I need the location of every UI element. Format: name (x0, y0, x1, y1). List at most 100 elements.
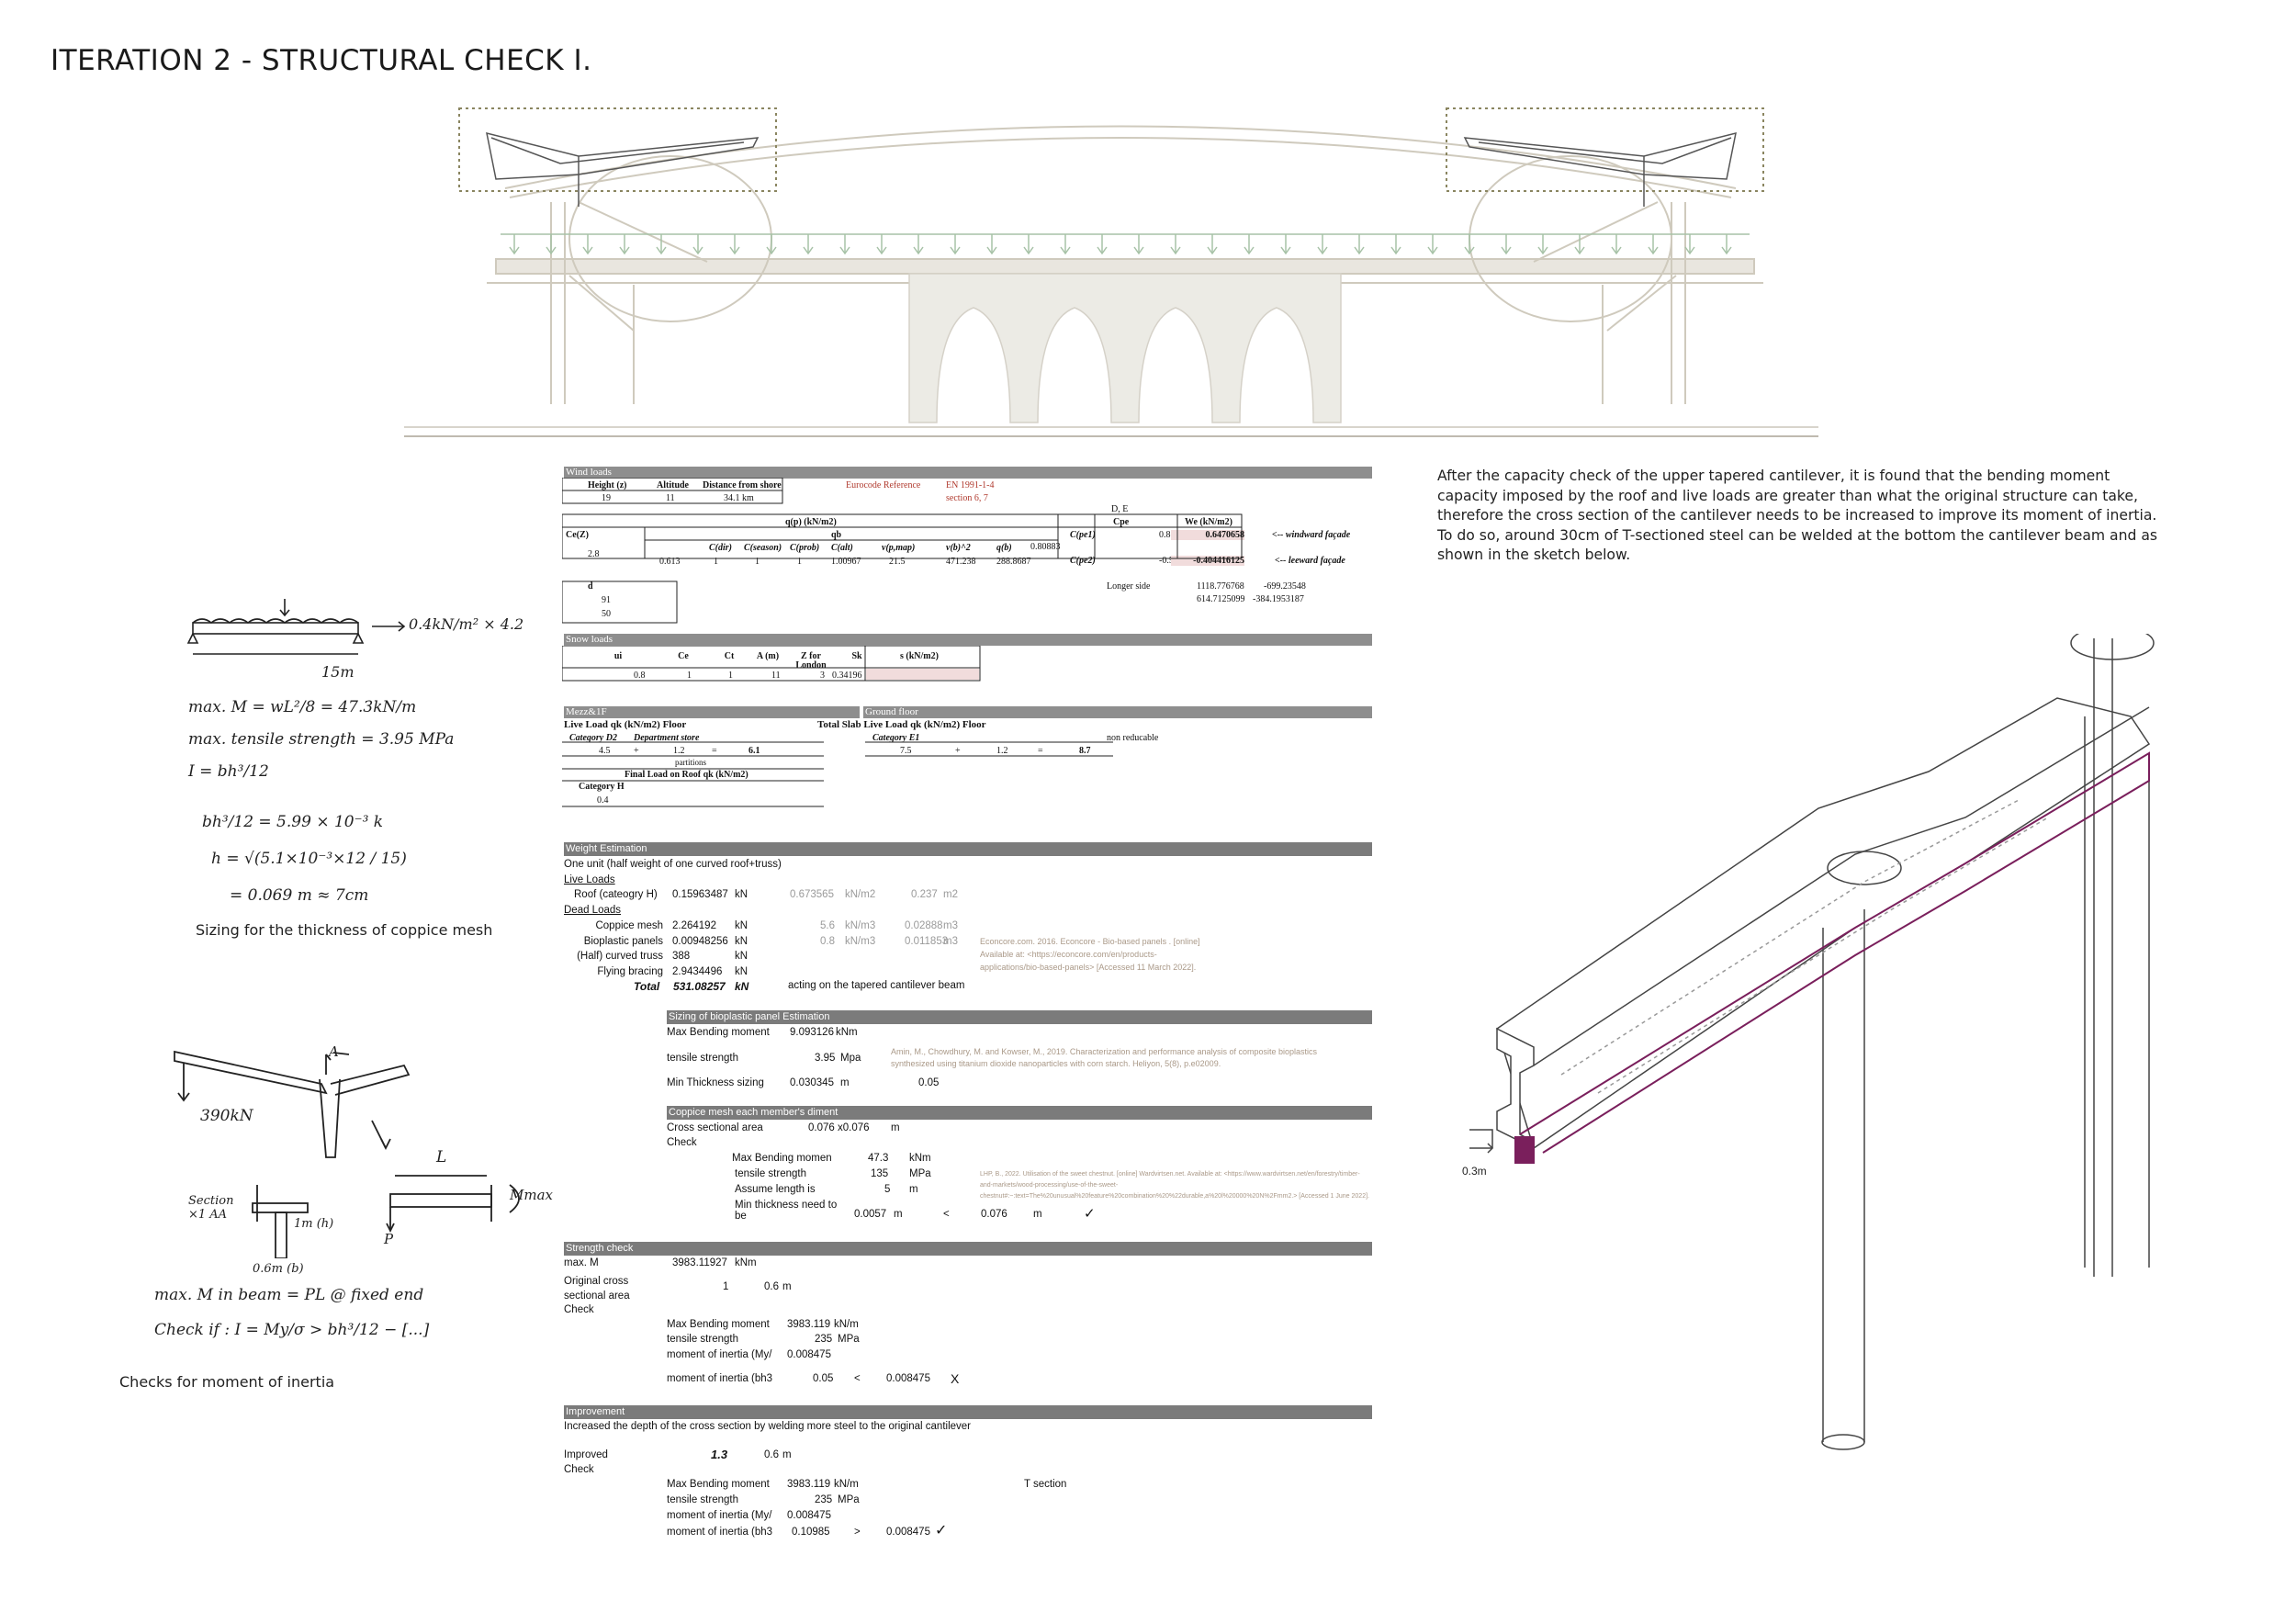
dim-b-label: 0.6m (b) (253, 1262, 304, 1276)
total-value: 531.08257 (673, 980, 726, 993)
cat-h-val: 0.4 (597, 795, 609, 806)
str-ts: tensile strength (667, 1334, 738, 1345)
cop-csa-u: m (891, 1122, 900, 1133)
coppice-sketch: 0.4kN/m² × 4.2 15m max. M = wL²/8 = 47.3… (184, 597, 569, 946)
roof-a: 0.673565 (790, 889, 834, 900)
imp-mbm: Max Bending moment (667, 1479, 770, 1490)
load-arrow-head (1133, 246, 1144, 255)
calc-line-a: max. M in beam = PL @ fixed end (154, 1286, 424, 1304)
wind-cpe1: C(pe1) (1070, 530, 1096, 540)
str-ocs: Original cross sectional area (564, 1276, 630, 1302)
sheet-cell: = (712, 746, 717, 756)
calc-line-4: bh³/12 = 5.99 × 10⁻³ k (202, 813, 384, 831)
str-ocs-u: m (782, 1281, 792, 1292)
imp-check: Check (564, 1464, 594, 1475)
sheet-cell: 1 (714, 557, 718, 567)
sheet-cell: 8.7 (1079, 746, 1091, 756)
wind-h-height: Height (z) (588, 480, 627, 490)
str-mbm: Max Bending moment (667, 1319, 770, 1330)
wind-r2a: 614.7125099 (1197, 594, 1245, 604)
load-arrow-head (729, 246, 740, 255)
sheet-cell: 1 (728, 671, 733, 681)
wind-h-alt: Altitude (657, 480, 689, 490)
beam-sketch-icon (186, 599, 406, 655)
str-maxm: max. M (564, 1257, 599, 1268)
snow-loads-bar: Snow loads (564, 634, 1372, 646)
wind-loads-bar: Wind loads (564, 467, 1372, 479)
str-check: Check (564, 1304, 594, 1315)
improvement-bar: Improvement (564, 1405, 1372, 1419)
sheet-cell: 7.5 (900, 746, 912, 756)
page-title: ITERATION 2 - STRUCTURAL CHECK I. (51, 44, 592, 77)
roof-label: Roof (cateogry H) (574, 889, 658, 900)
imp-u: m (782, 1449, 792, 1460)
calc-line-5: h = √(5.1×10⁻³×12 / 15) (211, 850, 407, 868)
wind-qp: q(p) (kN/m2) (785, 517, 837, 527)
acting-note: acting on the tapered cantilever beam (788, 980, 965, 991)
str-mbm-v: 3983.119 (787, 1319, 831, 1330)
load-arrow-head (1060, 246, 1071, 255)
sheet-cell: 6.1 (748, 746, 760, 756)
point-a-label: A (329, 1043, 339, 1060)
force-label: 390kN (200, 1107, 253, 1125)
sheet-cell: 0.613 (659, 557, 681, 567)
non-reducable: non reducable (1107, 733, 1159, 743)
span-label: 15m (321, 663, 355, 681)
cop-len: Assume length is (735, 1184, 816, 1195)
imp-moi2-c: 0.008475 (886, 1527, 930, 1538)
calc-line-1: max. M = wL²/8 = 47.3kN/m (188, 698, 417, 716)
calc-line-2: max. tensile strength = 3.95 MPa (188, 730, 455, 749)
cantilever-sketch-icon (174, 1050, 520, 1258)
str-ts-v: 235 (815, 1334, 833, 1345)
bio-min-u: m (840, 1077, 850, 1088)
bio-min-v: 0.030345 (790, 1077, 834, 1088)
wind-d1: 91 (602, 595, 611, 605)
sheet-cell: Z for London (795, 651, 827, 671)
sheet-cell: 0.02888 (905, 920, 943, 931)
sheet-cell: 5.6 (820, 920, 835, 931)
sheet-cell: Flying bracing (597, 965, 663, 977)
eurocode-section: section 6, 7 (946, 493, 988, 503)
sheet-cell: 11 (771, 671, 781, 681)
eurocode-label: Eurocode Reference (846, 480, 921, 490)
load-label: 0.4kN/m² × 4.2 (409, 615, 524, 633)
str-moi2-c: 0.008475 (886, 1373, 930, 1384)
imp-mbm-u: kN/m (834, 1479, 859, 1490)
wind-h-dist: Distance from shore (703, 480, 782, 490)
cop-mtn-v: 0.0057 (854, 1209, 887, 1220)
wind-r2b: -384.1953187 (1253, 594, 1304, 604)
section-label: Section ×1 AA (188, 1194, 234, 1222)
length-label: L (436, 1148, 447, 1167)
sheet-cell: 0.011853 (905, 935, 949, 947)
live-cat2: Category E1 (872, 733, 920, 743)
cop-ts-v: 135 (871, 1168, 889, 1179)
sheet-cell: 388 (672, 951, 691, 962)
cop-ts: tensile strength (735, 1168, 806, 1179)
sheet-cell: 1.2 (996, 746, 1008, 756)
imp-moi2: moment of inertia (bh3 (667, 1527, 773, 1538)
sheet-cell: 2.264192 (672, 920, 716, 931)
sheet-cell: 4.5 (599, 746, 611, 756)
load-arrow-head (546, 246, 557, 255)
calc-line-3: I = bh³/12 (188, 762, 269, 781)
cop-tick-icon: ✓ (1084, 1206, 1096, 1222)
total-unit: kN (735, 980, 749, 993)
imp-a: 1.3 (711, 1448, 728, 1461)
amin-ref-1: Amin, M., Chowdhury, M. and Kowser, M., … (891, 1047, 1318, 1056)
econcore-ref-2: Available at: <https://econcore.com/en/p… (980, 950, 1157, 959)
sheet-cell: kN (735, 951, 748, 962)
sheet-cell: C(alt) (831, 543, 853, 553)
load-arrow-head (876, 246, 887, 255)
ground-floor-bar: Ground floor (863, 706, 1372, 718)
snow-table-lines (562, 646, 981, 682)
load-arrow-head (986, 246, 997, 255)
weight-intro: One unit (half weight of one curved roof… (564, 859, 782, 870)
str-moi2: moment of inertia (bh3 (667, 1373, 773, 1384)
wind-v-height: 19 (602, 493, 611, 503)
sheet-cell: Bioplastic panels (583, 935, 663, 947)
wind-d2: 50 (602, 609, 611, 619)
imp-label: Improved (564, 1449, 608, 1460)
cop-len-v: 5 (884, 1184, 891, 1195)
lhp-ref-1: LHP, B., 2022. Utilisation of the sweet … (980, 1171, 1360, 1178)
sheet-cell: ui (613, 651, 623, 661)
